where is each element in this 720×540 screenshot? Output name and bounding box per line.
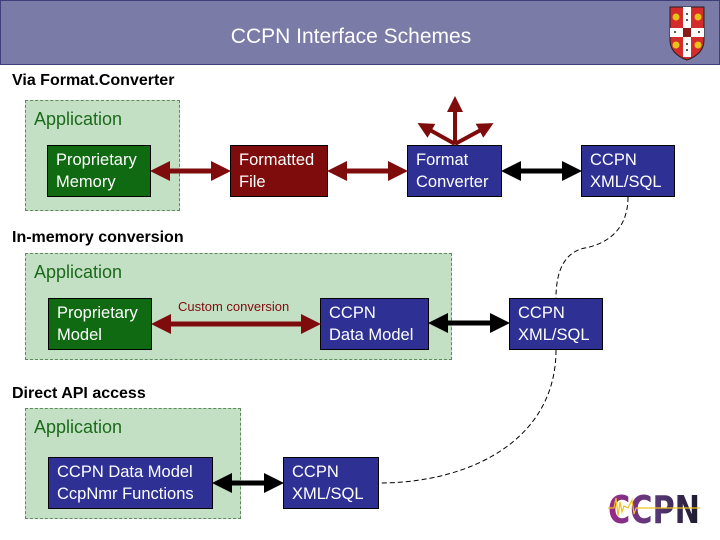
- api-functions-box: CCPN Data Model CcpNmr Functions: [48, 457, 213, 509]
- section-title-direct-api: Direct API access: [12, 385, 146, 402]
- box-label: Proprietary: [56, 151, 137, 169]
- proprietary-memory-box: Proprietary Memory: [47, 145, 151, 197]
- ccpn-logo-icon: CCPN: [608, 488, 700, 528]
- application-label: Application: [34, 109, 123, 129]
- section-title-in-memory: In-memory conversion: [12, 229, 184, 246]
- formatted-file-box: Formatted File: [230, 145, 328, 197]
- format-converter-box: Format Converter: [407, 145, 502, 197]
- box-label: XML/SQL: [292, 485, 364, 503]
- custom-conversion-label: Custom conversion: [178, 299, 290, 314]
- box-label: Converter: [416, 173, 489, 191]
- xml-sql-box-bottom: CCPN XML/SQL: [283, 457, 379, 509]
- box-label: Proprietary: [57, 304, 138, 322]
- box-label: XML/SQL: [590, 173, 662, 191]
- box-label: Memory: [56, 173, 116, 191]
- box-label: CCPN Data Model: [57, 463, 193, 481]
- section-title-format-converter: Via Format.Converter: [12, 72, 175, 89]
- box-label: File: [239, 173, 266, 191]
- title-bar: CCPN Interface Schemes: [0, 0, 720, 65]
- box-label: Formatted: [239, 151, 315, 169]
- dashed-link-middle-bottom: [378, 349, 557, 484]
- box-label: XML/SQL: [518, 326, 590, 344]
- xml-sql-box-middle: CCPN XML/SQL: [509, 298, 603, 350]
- arrow-converter-left: [417, 123, 456, 146]
- application-label: Application: [34, 417, 123, 437]
- university-crest-icon: [669, 6, 705, 61]
- box-label: CCPN: [590, 151, 637, 169]
- box-label: CcpNmr Functions: [57, 485, 194, 503]
- box-label: CCPN: [329, 304, 376, 322]
- arrow-converter-right: [454, 123, 494, 146]
- xml-sql-box-top: CCPN XML/SQL: [581, 145, 675, 197]
- application-label: Application: [34, 262, 123, 282]
- box-label: Model: [57, 326, 102, 344]
- dashed-link-top-middle: [555, 196, 629, 299]
- box-label: CCPN: [292, 463, 339, 481]
- box-label: Format: [416, 151, 469, 169]
- box-label: CCPN: [518, 304, 565, 322]
- proprietary-model-box: Proprietary Model: [48, 298, 152, 350]
- ccpn-data-model-box: CCPN Data Model: [320, 298, 429, 350]
- box-label: Data Model: [329, 326, 414, 344]
- page-title: CCPN Interface Schemes: [230, 25, 472, 48]
